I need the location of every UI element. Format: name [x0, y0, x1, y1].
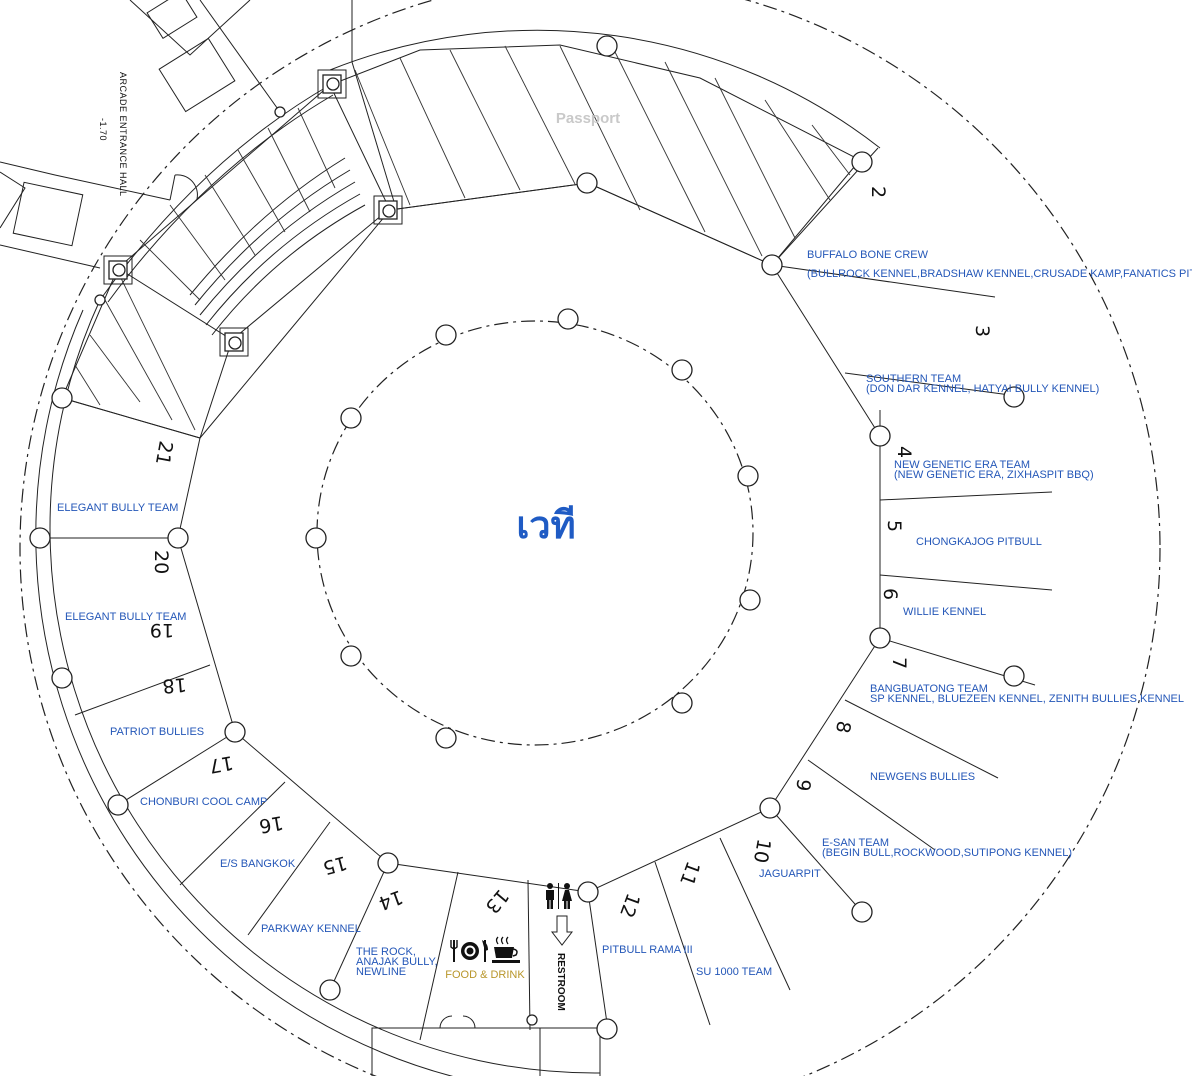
entrance-ramp-hatching — [61, 84, 389, 439]
column — [761, 254, 783, 276]
passport-area — [329, 44, 861, 266]
booth-label-jaguarpit: JAGUARPIT — [759, 868, 821, 880]
booth-label-willie: WILLIE KENNEL — [903, 606, 986, 618]
booth-label-pitbullrama: PITBULL RAMA III — [602, 944, 693, 956]
arcade-building — [0, 0, 353, 303]
stage-column — [671, 359, 693, 381]
outer-wall-inner — [49, 299, 601, 1074]
booth-label-elegant2: ELEGANT BULLY TEAM — [65, 611, 186, 623]
column — [576, 172, 598, 194]
arrow-down-icon — [550, 915, 574, 946]
bottom-exit — [371, 1014, 601, 1076]
booth-number-21: 21 — [151, 439, 177, 467]
food-drink-label: FOOD & DRINK — [445, 969, 525, 981]
booth-number-3: 3 — [971, 325, 993, 337]
booth-number-20: 20 — [150, 550, 172, 574]
booth-inner-ring — [177, 182, 881, 893]
booth-label-parkway: PARKWAY KENNEL — [261, 923, 361, 935]
booth-numbers: 2 3 4 5 6 7 8 9 10 11 12 13 14 15 16 17 18 19 20 21 — [150, 186, 993, 921]
perimeter-columns — [29, 35, 1025, 1040]
column — [1003, 386, 1025, 408]
column — [851, 901, 873, 923]
booth-number-19: 19 — [150, 619, 174, 641]
booth-number-18: 18 — [161, 673, 187, 697]
column — [51, 667, 73, 689]
booth-number-2: 2 — [867, 186, 889, 198]
outer-boundary — [19, 0, 1161, 1076]
stage-column — [305, 527, 327, 549]
booth-label-chonburi: CHONBURI COOL CAMP — [140, 796, 267, 808]
restroom-label: RESTROOM — [555, 953, 566, 1011]
restroom-icon — [546, 883, 572, 909]
booth-number-5: 5 — [883, 520, 905, 532]
booth-label-su1000: SU 1000 TEAM — [696, 966, 772, 978]
booth-number-6: 6 — [879, 588, 901, 600]
column — [94, 294, 106, 306]
stage-label: เวที — [516, 503, 575, 547]
booth-number-10: 10 — [749, 837, 775, 865]
column — [1003, 665, 1025, 687]
outer-wall-top — [329, 29, 881, 149]
booth-number-4: 4 — [893, 446, 915, 458]
booth-number-13: 13 — [481, 885, 513, 918]
booth-label-newgenetic: NEW GENETIC ERA TEAM(NEW GENETIC ERA, ZI… — [894, 459, 1094, 481]
stage-column — [739, 589, 761, 611]
booth-number-15: 15 — [320, 851, 349, 879]
booth-number-12: 12 — [615, 890, 644, 920]
dining-icon — [450, 940, 488, 962]
column — [596, 35, 618, 57]
booth-label-newgens: NEWGENS BULLIES — [870, 771, 975, 783]
arcade-level: -1.70 — [98, 118, 108, 141]
booth-number-14: 14 — [376, 885, 406, 914]
column — [274, 106, 286, 118]
stage-column — [340, 645, 362, 667]
column — [377, 852, 399, 874]
booth-number-11: 11 — [675, 858, 704, 888]
column — [167, 527, 189, 549]
booth-number-8: 8 — [831, 719, 855, 735]
booth-number-16: 16 — [257, 811, 285, 837]
stage-column — [737, 465, 759, 487]
outer-wall-outer — [35, 309, 454, 1076]
booth-number-7: 7 — [888, 657, 910, 669]
booth-label-patriot: PATRIOT BULLIES — [110, 726, 204, 738]
column — [577, 881, 599, 903]
column — [107, 794, 129, 816]
booth-label-esbangkok: E/S BANGKOK — [220, 858, 296, 870]
column — [224, 721, 246, 743]
stage-column — [671, 692, 693, 714]
column — [869, 425, 891, 447]
booth-label-southern: SOUTHERN TEAM(DON DAR KENNEL, HATYAI BUL… — [866, 373, 1099, 395]
column — [596, 1018, 618, 1040]
booth-label-chongkajog: CHONGKAJOG PITBULL — [916, 536, 1042, 548]
arcade-label: ARCADE ENTRANCE HALL — [118, 72, 128, 197]
passport-label: Passport — [556, 110, 620, 127]
column — [319, 979, 341, 1001]
column — [29, 527, 51, 549]
stage-columns — [305, 308, 761, 749]
stage-column — [435, 727, 457, 749]
column — [51, 387, 73, 409]
booth-label-elegant1: ELEGANT BULLY TEAM — [57, 502, 178, 514]
booth-number-17: 17 — [207, 751, 235, 777]
stage-column — [557, 308, 579, 330]
column — [869, 627, 891, 649]
column — [851, 151, 873, 173]
booth-label-buffalo: BUFFALO BONE CREW(BULLROCK KENNEL,BRADSH… — [807, 249, 1192, 280]
booth-number-9: 9 — [791, 777, 815, 793]
coffee-cup-icon — [492, 936, 520, 963]
booth-label-esan: E-SAN TEAM(BEGIN BULL,ROCKWOOD,SUTIPONG … — [822, 837, 1072, 859]
stage-column — [340, 407, 362, 429]
booth-labels: BUFFALO BONE CREW(BULLROCK KENNEL,BRADSH… — [57, 249, 1192, 978]
column — [759, 797, 781, 819]
stage-column — [435, 324, 457, 346]
booth-dividers — [40, 147, 1053, 1041]
square-columns — [103, 69, 403, 357]
booth-label-therock: THE ROCK,ANAJAK BULLY,NEWLINE — [356, 946, 438, 978]
